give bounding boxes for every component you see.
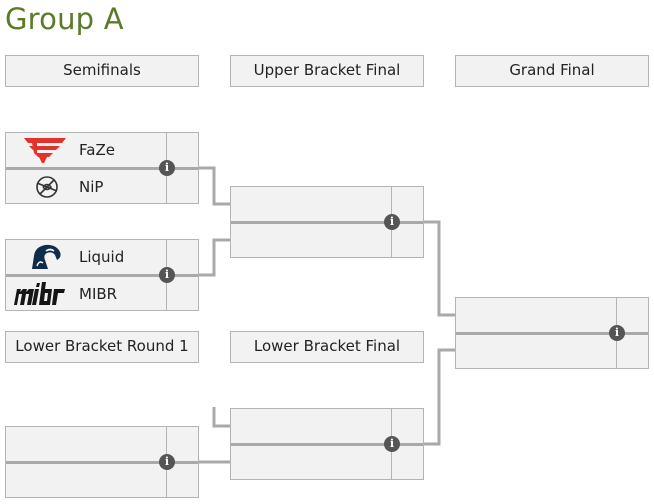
connector-upper-final-to-grand-final (424, 220, 455, 317)
team-row-empty[interactable] (231, 187, 390, 221)
round-header-lower-bracket-round-1: Lower Bracket Round 1 (5, 331, 199, 363)
match-divider (6, 167, 198, 170)
team-row-empty[interactable] (6, 427, 165, 461)
match-divider (231, 221, 423, 224)
match-divider (6, 461, 198, 464)
connector-semi1-to-upper-final (199, 166, 230, 206)
team-row-mibr[interactable]: MIBR (6, 277, 165, 311)
round-header-semifinals: Semifinals (5, 55, 199, 87)
info-icon[interactable]: i (609, 325, 625, 341)
team-row-empty[interactable] (456, 335, 615, 369)
connector-semi2-to-upper-final (199, 238, 230, 277)
connector-dropdown-to-lower-final (212, 407, 230, 428)
team-liquid-horse-logo-icon (10, 242, 74, 272)
team-row-nip[interactable]: NiP (6, 170, 165, 204)
team-row-liquid[interactable]: Liquid (6, 240, 165, 274)
team-row-empty[interactable] (231, 446, 390, 480)
team-row-empty[interactable] (456, 298, 615, 332)
team-name: Liquid (79, 248, 125, 266)
match-divider (231, 443, 423, 446)
round-header-lower-bracket-final: Lower Bracket Final (230, 331, 424, 363)
mibr-wordmark-logo-icon (10, 279, 74, 309)
team-name: NiP (79, 178, 104, 196)
info-icon[interactable]: i (159, 160, 175, 176)
ninjas-in-pyjamas-logo-icon (10, 172, 74, 202)
connector-lower-final-to-grand-final (424, 348, 455, 446)
match-semifinal-2[interactable]: Liquid MIBR (5, 239, 199, 311)
round-header-grand-final: Grand Final (455, 55, 649, 87)
info-icon[interactable]: i (384, 214, 400, 230)
team-name: MIBR (79, 285, 118, 303)
faze-clan-logo-icon (10, 135, 74, 165)
team-row-empty[interactable] (6, 464, 165, 498)
team-row-faze[interactable]: FaZe (6, 133, 165, 167)
info-icon[interactable]: i (384, 436, 400, 452)
team-name: FaZe (79, 141, 115, 159)
match-divider (6, 274, 198, 277)
match-divider (456, 332, 648, 335)
team-row-empty[interactable] (231, 409, 390, 443)
group-title: Group A (5, 2, 124, 36)
info-icon[interactable]: i (159, 267, 175, 283)
match-semifinal-1[interactable]: FaZe NiP (5, 132, 199, 204)
team-row-empty[interactable] (231, 224, 390, 258)
round-header-upper-bracket-final: Upper Bracket Final (230, 55, 424, 87)
info-icon[interactable]: i (159, 454, 175, 470)
